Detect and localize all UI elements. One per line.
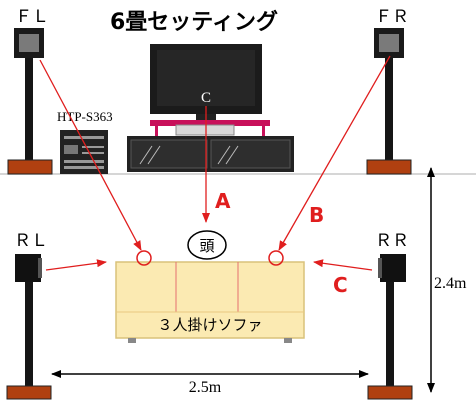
- tv-cabinet-glass-left: [130, 139, 208, 169]
- tv-cabinet: [127, 136, 294, 172]
- center-speaker-bar: [175, 124, 235, 136]
- tv-center-label: C: [201, 90, 211, 106]
- fr-to-ear-arrow: [278, 55, 391, 251]
- fr-speaker-driver: [379, 34, 399, 52]
- arrow-label-c: C: [333, 273, 348, 297]
- rr-stand-pole: [386, 282, 394, 386]
- sofa: [115, 261, 305, 343]
- fr-stand-base: [366, 159, 412, 175]
- head-label: 頭: [199, 237, 214, 255]
- rr-to-sofa-arrow: [313, 259, 373, 271]
- receiver-slot: [64, 160, 104, 163]
- receiver-slot: [64, 136, 104, 139]
- receiver-slot: [82, 146, 104, 148]
- tv-screen: [157, 50, 255, 106]
- rl-label: ＲＬ: [14, 231, 48, 250]
- fr-label: ＦＲ: [375, 7, 409, 26]
- glass-reflection: [225, 145, 239, 165]
- glass-reflection: [147, 145, 161, 165]
- fl-to-ear-arrow: [39, 59, 142, 251]
- rear-right-speaker: [367, 254, 413, 400]
- receiver-display: [64, 145, 78, 154]
- rr-stand-base: [367, 385, 413, 400]
- sofa-body: [115, 261, 305, 339]
- tv-cabinet-glass-right: [210, 139, 291, 169]
- receiver-label: HTP-S363: [57, 109, 113, 124]
- arrow-label-b: B: [309, 203, 324, 227]
- glass-reflection: [139, 145, 153, 165]
- rr-speaker-box: [380, 254, 406, 282]
- rl-speaker-edge: [38, 258, 42, 278]
- depth-dimension-label: 2.4m: [434, 275, 467, 292]
- sofa-label: ３人掛けソファ: [157, 317, 262, 334]
- front-right-speaker: [366, 28, 412, 175]
- sofa-leg: [284, 338, 292, 343]
- sofa-leg: [128, 338, 136, 343]
- left-ear-circle: [136, 250, 152, 266]
- fl-stand-base: [7, 159, 53, 175]
- tv-shelf-top: [150, 120, 270, 126]
- glass-reflection: [217, 145, 231, 165]
- rr-label: ＲＲ: [375, 231, 409, 250]
- arrow-label-a: A: [215, 189, 231, 213]
- fl-label: ＦＬ: [15, 7, 49, 26]
- diagram-title: 6畳セッティング: [110, 9, 278, 35]
- head-ellipse: [187, 230, 227, 260]
- receiver-slot: [64, 166, 104, 169]
- fl-speaker-driver: [19, 34, 39, 52]
- rl-speaker-box: [15, 254, 41, 282]
- av-receiver: [60, 130, 108, 174]
- tv-shelf-leg-left: [155, 126, 158, 138]
- tv: [150, 44, 262, 122]
- rl-stand-pole: [25, 282, 33, 386]
- front-left-speaker: [7, 28, 53, 175]
- right-ear-circle: [268, 250, 284, 266]
- fl-stand-pole: [25, 58, 33, 160]
- rear-left-speaker: [6, 254, 52, 400]
- rl-stand-base: [6, 385, 52, 400]
- receiver-slot: [82, 152, 104, 154]
- rl-to-sofa-arrow: [45, 259, 107, 271]
- tv-shelf-leg-right: [262, 126, 265, 138]
- fr-stand-pole: [385, 58, 393, 160]
- width-dimension-label: 2.5m: [189, 379, 222, 396]
- rr-speaker-edge: [378, 258, 382, 278]
